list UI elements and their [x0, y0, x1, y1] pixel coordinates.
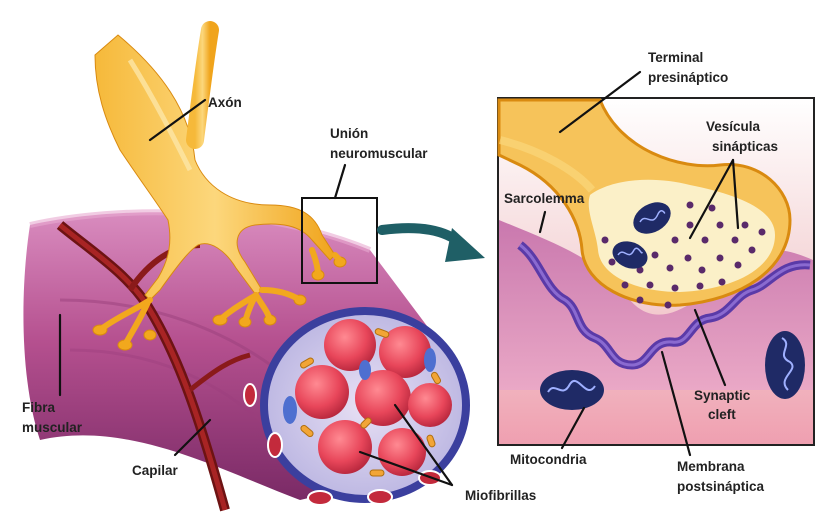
terminal-label-line1: Terminal	[648, 50, 703, 65]
terminal-label-line2: presináptico	[648, 70, 728, 85]
cleft-label-line2: cleft	[708, 407, 736, 422]
vesicle-label-line1: Vesícula	[706, 119, 761, 134]
axon-label: Axón	[208, 95, 242, 110]
zoom-arrow	[382, 228, 485, 262]
fiber-label-line2: muscular	[22, 420, 83, 435]
capillary-label: Capilar	[132, 463, 179, 478]
vesicle-label-line2: sinápticas	[712, 139, 778, 154]
fiber-label-line1: Fibra	[22, 400, 55, 415]
mitochondria-label: Mitocondria	[510, 452, 587, 467]
sarcolemma-label: Sarcolemma	[504, 191, 585, 206]
membrane-label-line2: postsináptica	[677, 479, 765, 494]
cleft-label-line1: Synaptic	[694, 388, 751, 403]
myofibrils-label: Miofibrillas	[465, 488, 536, 503]
junction-label-line1: Unión	[330, 126, 368, 141]
label-junction: Unión neuromuscular	[330, 126, 428, 198]
membrane-label-line1: Membrana	[677, 459, 745, 474]
junction-label-line2: neuromuscular	[330, 146, 428, 161]
